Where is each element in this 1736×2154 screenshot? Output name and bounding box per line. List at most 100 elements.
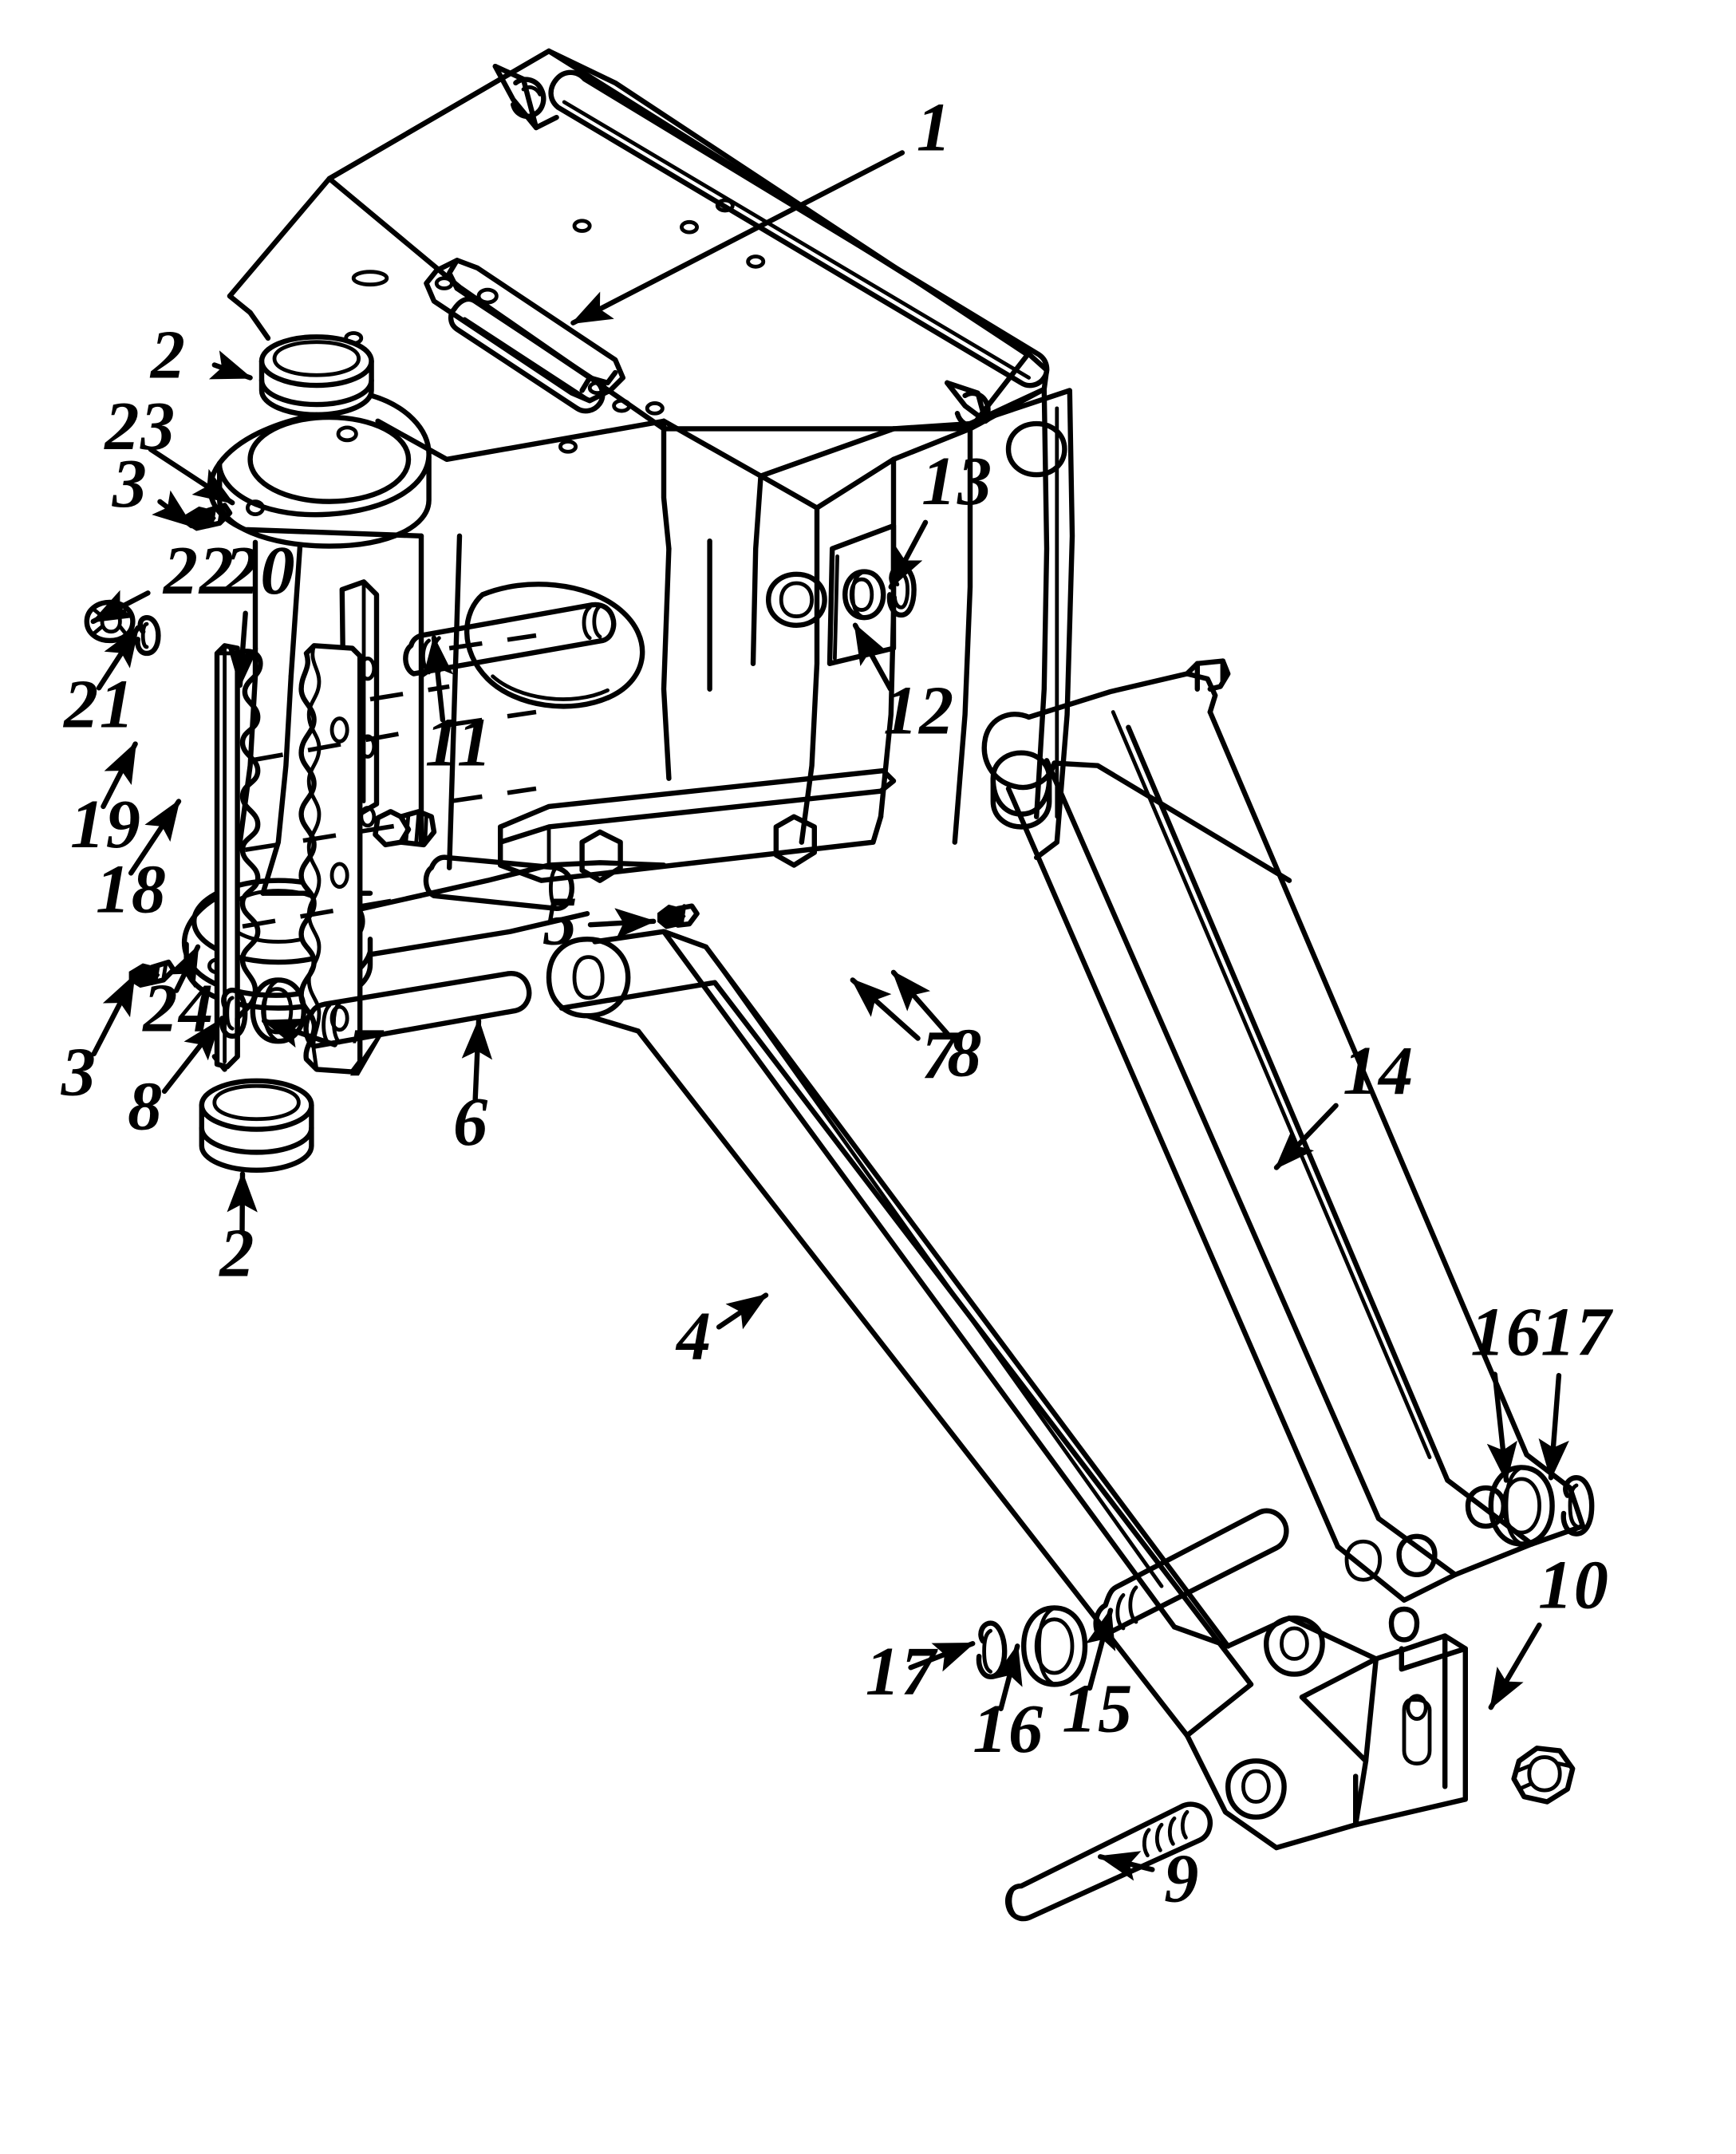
callout-11: 11: [422, 635, 493, 781]
callout-number: 18: [96, 851, 168, 928]
mounting-slot-plate: [424, 258, 626, 414]
leader-line: [161, 1018, 223, 1095]
callout-24: 24: [141, 944, 213, 1046]
main-frame-assembly: [181, 48, 1075, 1011]
leader-line: [148, 446, 235, 506]
leader-line: [1273, 1103, 1339, 1170]
leader-line: [850, 977, 921, 1041]
callout-10: 10: [1488, 1546, 1610, 1710]
leader-line: [96, 625, 140, 691]
callout-7: 7: [850, 977, 958, 1094]
callout-5: 5: [542, 883, 657, 960]
callout-number: 22: [162, 532, 235, 609]
leader-line: [101, 741, 138, 810]
callout-number: 9: [1164, 1840, 1200, 1916]
washer-lower-link-right: [1488, 1465, 1555, 1547]
callout-16: 16: [1470, 1294, 1542, 1483]
callout-number: 6: [453, 1083, 489, 1160]
leader-line: [91, 973, 137, 1057]
callout-number: 19: [70, 786, 142, 862]
callout-number: 2: [218, 1215, 255, 1292]
washer-lower-link: [1021, 1605, 1088, 1687]
callout-3: 3: [112, 445, 195, 529]
callout-21: 21: [62, 625, 140, 743]
callout-12: 12: [852, 622, 953, 749]
leader-line: [262, 1018, 337, 1048]
retaining-ring-lower-link: [976, 1620, 1008, 1679]
grease-fitting-pivot: [657, 903, 700, 929]
callout-number: 8: [128, 1068, 164, 1145]
callout-1: 1: [570, 89, 953, 325]
callout-17: 17: [866, 1633, 976, 1710]
leader-line: [227, 610, 258, 688]
wear-plate: [298, 643, 363, 1075]
leader-line: [90, 590, 151, 625]
callout-15: 15: [1062, 1608, 1134, 1747]
leader-line: [992, 1643, 1023, 1711]
callout-7: 7: [262, 1014, 385, 1091]
cap-screw: [1005, 1801, 1213, 1922]
leader-line: [461, 1018, 493, 1103]
leader-line: [1086, 1608, 1116, 1691]
lock-washer: [135, 614, 161, 657]
callout-18: 18: [96, 799, 182, 928]
leader-line: [890, 969, 950, 1036]
leader-line: [908, 1640, 976, 1672]
lock-nut: [1511, 1746, 1576, 1805]
callout-number: 16: [973, 1690, 1044, 1767]
leader-line: [716, 1292, 769, 1330]
callout-number: 13: [921, 443, 993, 519]
leader-line: [208, 350, 253, 381]
callout-number: 3: [61, 1033, 97, 1110]
callout-4: 4: [675, 1292, 769, 1375]
leader-line: [1488, 1622, 1542, 1710]
leader-line: [167, 944, 201, 993]
callout-9: 9: [1098, 1840, 1200, 1916]
callout-number: 16: [1470, 1294, 1542, 1371]
bushing-lower: [199, 1078, 314, 1173]
callout-number: 7: [347, 1014, 385, 1091]
leader-line: [587, 908, 657, 939]
callout-number: 10: [1538, 1546, 1610, 1623]
callout-20: 20: [223, 532, 297, 688]
callout-number: 17: [1541, 1294, 1614, 1371]
leader-line: [852, 622, 894, 692]
callout-2: 2: [149, 316, 253, 393]
callout-6: 6: [453, 1018, 493, 1160]
callout-16: 16: [973, 1643, 1044, 1767]
callout-number: 11: [425, 704, 493, 781]
leader-line: [422, 635, 454, 723]
callout-number: 1: [917, 89, 953, 166]
pin-lower-link: [1093, 1508, 1289, 1640]
callout-number: 15: [1062, 1671, 1134, 1747]
callout-number: 21: [62, 666, 136, 743]
swing-tower-boss: [207, 334, 432, 549]
cap-screw-wear-plate: [373, 809, 437, 848]
callout-8: 8: [890, 969, 983, 1091]
retaining-ring-lower-link-right: [1560, 1475, 1595, 1537]
leader-line: [128, 799, 182, 876]
leader-line: [152, 490, 195, 529]
leader-line: [570, 150, 905, 325]
callout-number: 20: [223, 532, 297, 609]
callout-3: 3: [61, 973, 137, 1110]
callout-17: 17: [1538, 1294, 1614, 1481]
callout-2: 2: [218, 1171, 258, 1292]
callout-number: 17: [866, 1633, 939, 1710]
callout-13: 13: [888, 443, 993, 590]
retaining-ring-lower-pivot: [219, 988, 248, 1040]
callout-number: 2: [149, 316, 187, 393]
callout-23: 23: [103, 388, 235, 506]
callout-number: 14: [1343, 1032, 1414, 1109]
callout-number: 8: [947, 1014, 983, 1091]
leader-line: [1098, 1851, 1155, 1881]
callout-19: 19: [70, 741, 142, 862]
leader-line: [888, 519, 929, 590]
callout-22: 22: [90, 532, 235, 625]
callout-number: 4: [675, 1298, 712, 1375]
leader-line: [1538, 1372, 1569, 1481]
callout-number: 3: [112, 445, 148, 522]
